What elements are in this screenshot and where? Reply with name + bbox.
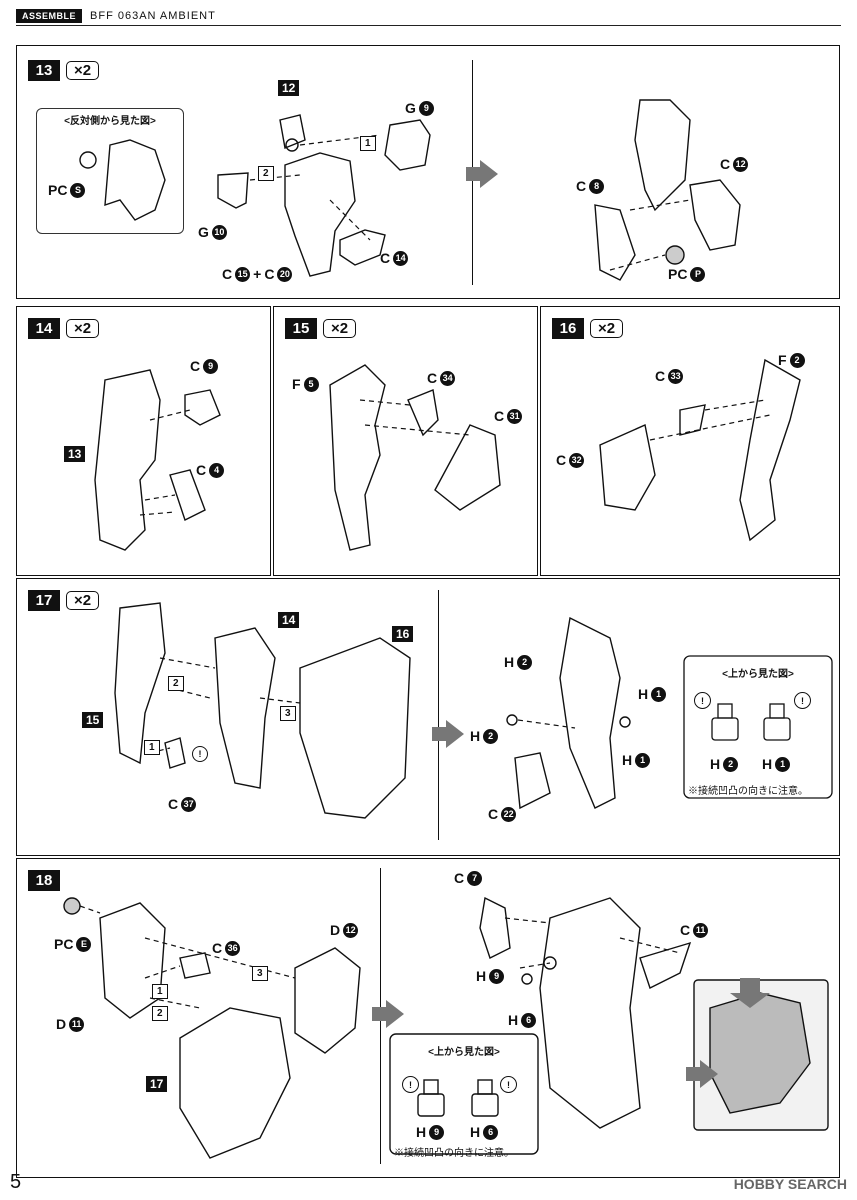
label-step-1: 1 xyxy=(360,136,376,151)
page-number: 5 xyxy=(10,1171,22,1193)
warning-icon: ! xyxy=(694,692,711,709)
step-18-illustration xyxy=(63,896,829,1159)
orientation-note: ※接続凹凸の向きに注意。 xyxy=(688,786,808,797)
header: ASSEMBLE BFF 063AN AMBIENT xyxy=(16,8,216,24)
label-ref-14: 14 xyxy=(278,612,300,628)
orientation-note: ※接続凹凸の向きに注意。 xyxy=(394,1148,514,1159)
step-15-header: 15 ×2 xyxy=(285,318,357,339)
label-ref-15: 15 xyxy=(82,712,104,728)
step-17-divider xyxy=(438,590,439,840)
top-view-title: <上から見た図> xyxy=(722,669,794,680)
watermark: HOBBY SEARCH xyxy=(733,1176,847,1192)
label-ref-17: 17 xyxy=(146,1076,168,1092)
label-step-2: 2 xyxy=(168,676,184,691)
step-16-panel xyxy=(540,306,840,576)
step-15-illustration xyxy=(329,364,501,551)
warning-icon: ! xyxy=(402,1076,419,1093)
step-14-illustration xyxy=(94,369,221,551)
label-step-1: 1 xyxy=(152,984,168,999)
step-17-header: 17 ×2 xyxy=(28,590,100,611)
flow-arrow-icon xyxy=(372,1000,404,1028)
label-part-12: 12 xyxy=(278,80,300,96)
step-16-header: 16 ×2 xyxy=(552,318,624,339)
flow-arrow-icon xyxy=(432,720,464,748)
step-13-header: 13 ×2 xyxy=(28,60,100,81)
label-step-1: 1 xyxy=(144,740,160,755)
label-ref-16: 16 xyxy=(392,626,414,642)
header-rule xyxy=(16,25,841,26)
step-13-illustration xyxy=(79,99,741,281)
label-ref-13: 13 xyxy=(64,446,86,462)
opposite-side-view-box: <反対側から見た図> xyxy=(36,108,184,234)
flow-arrow-icon xyxy=(686,1060,718,1088)
warning-icon: ! xyxy=(794,692,811,709)
step-14-header: 14 ×2 xyxy=(28,318,100,339)
step-17-panel xyxy=(16,578,840,856)
step-number: 13 xyxy=(28,60,60,81)
step-18-header: 18 xyxy=(28,870,60,891)
warning-icon: ! xyxy=(500,1076,517,1093)
top-view-title: <上から見た図> xyxy=(428,1047,500,1058)
label-step-2: 2 xyxy=(152,1006,168,1021)
step-17-illustration xyxy=(114,602,833,819)
step-multiplier: ×2 xyxy=(66,61,100,80)
flow-arrow-icon xyxy=(466,160,498,188)
label-step-2: 2 xyxy=(258,166,274,181)
assemble-tag: ASSEMBLE xyxy=(16,9,83,23)
model-name: BFF 063AN AMBIENT xyxy=(90,10,216,22)
view-title: <反対側から見た図> xyxy=(64,116,156,127)
label-step-3: 3 xyxy=(280,706,296,721)
step-15-panel xyxy=(273,306,538,576)
label-step-3: 3 xyxy=(252,966,268,981)
warning-icon: ! xyxy=(192,746,208,762)
step-16-illustration xyxy=(599,358,801,542)
